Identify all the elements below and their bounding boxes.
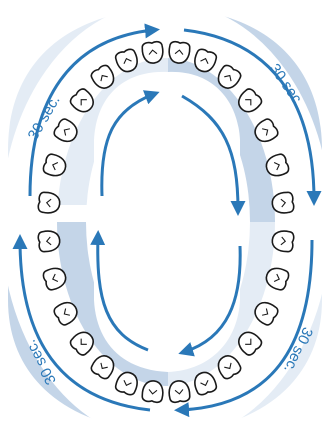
- teeth-brushing-diagram: 30 sec. 30 sec. 30 sec. 30 sec.: [0, 0, 331, 440]
